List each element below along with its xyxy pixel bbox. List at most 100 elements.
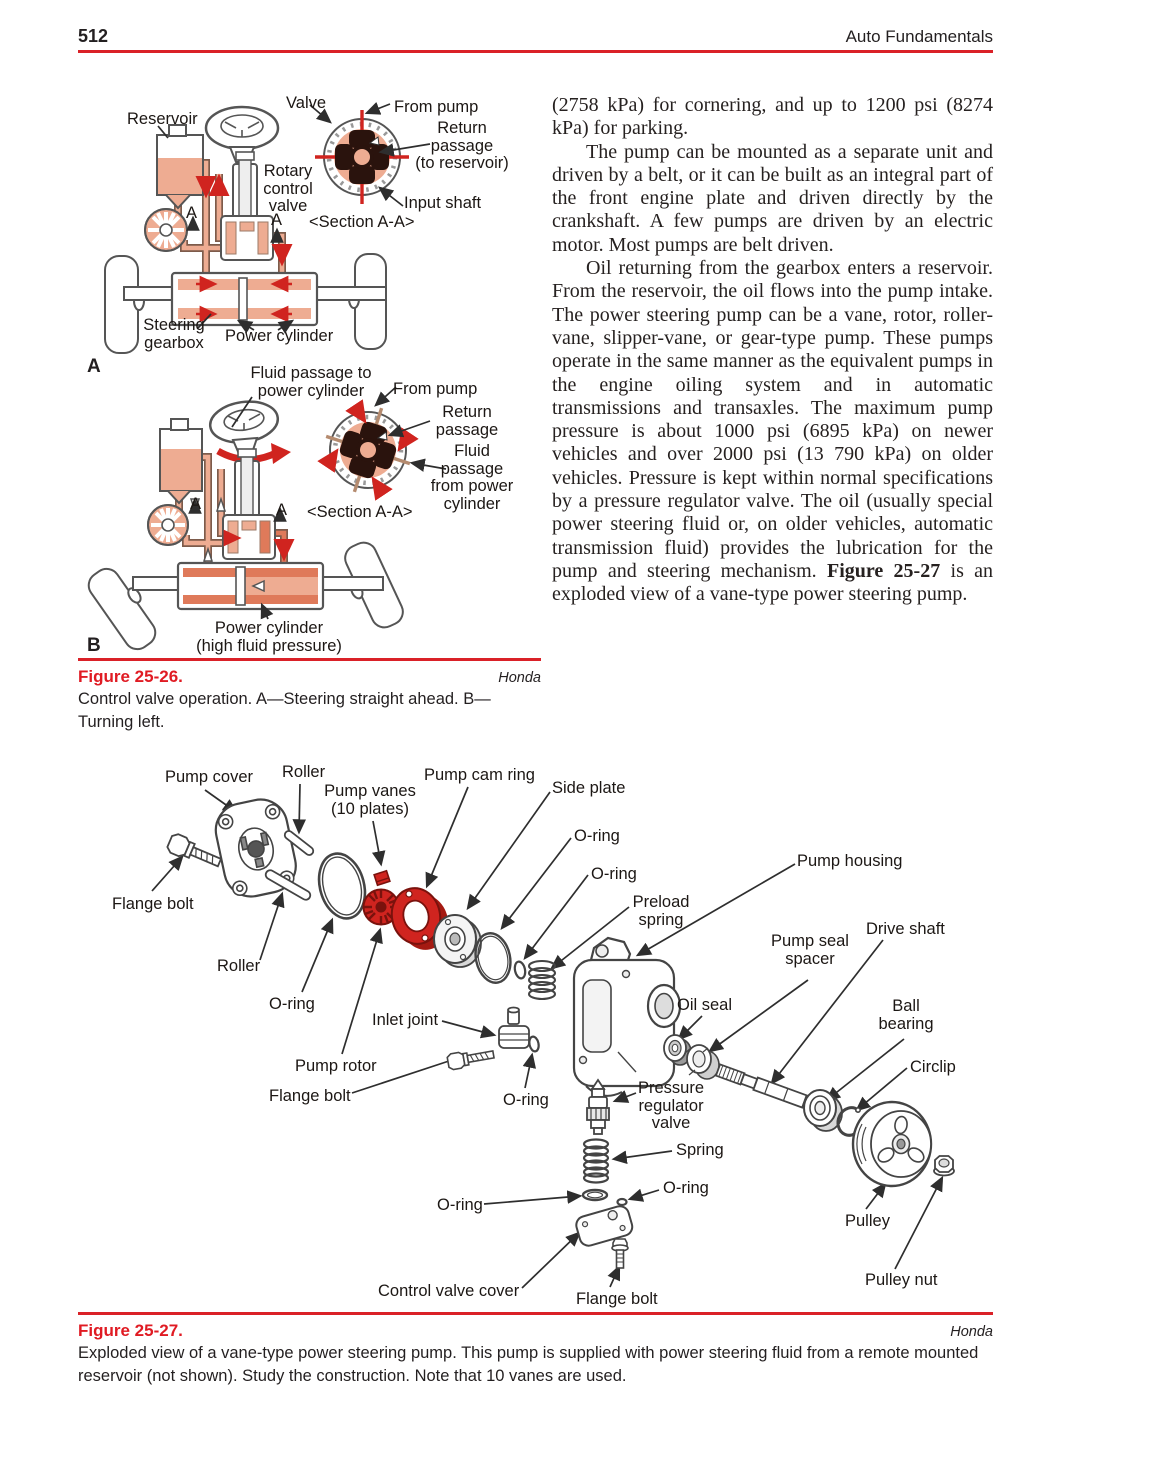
label-drive-shaft: Drive shaft — [866, 920, 945, 938]
paragraph-text: Oil returning from the gearbox enters a … — [552, 257, 993, 582]
caption-rule — [78, 1312, 993, 1315]
paragraph: Oil returning from the gearbox enters a … — [552, 257, 993, 606]
label-section-mark-a: A — [190, 495, 202, 513]
label-pump-cover: Pump cover — [165, 768, 254, 786]
figure-25-26-panel-b-artwork — [87, 386, 447, 651]
o-ring-large — [317, 852, 367, 920]
figure-25-26-panel-a-artwork — [104, 102, 431, 354]
figure-25-27-caption-text: Exploded view of a vane-type power steer… — [78, 1343, 979, 1385]
ball-bearing — [803, 1089, 843, 1132]
label-side-plate: Side plate — [552, 779, 626, 797]
label-pump-rotor: Pump rotor — [295, 1057, 377, 1075]
paragraph: The pump can be mounted as a separate un… — [552, 140, 993, 256]
section-mark-arrows — [186, 215, 284, 243]
label-pump-housing: Pump housing — [797, 852, 903, 870]
label-flange-bolt: Flange bolt — [269, 1087, 351, 1105]
steering-pump — [144, 208, 188, 252]
figure-25-27-credit: Honda — [950, 1323, 993, 1340]
pump-vane — [373, 869, 391, 887]
pump-seal-spacer — [684, 1044, 720, 1080]
label-valve: Valve — [286, 94, 327, 112]
label-from-pump: From pump — [393, 380, 478, 398]
label-return-passage: Return passage (to reservoir) — [415, 119, 509, 172]
roller-pin — [283, 830, 315, 856]
preload-spring — [527, 959, 557, 1001]
label-pump-cam-ring: Pump cam ring — [424, 766, 535, 784]
label-section-mark-a: A — [186, 204, 198, 222]
article-text: (2758 kPa) for cornering, and up to 1200… — [552, 94, 993, 607]
label-power-cylinder-high-pressure: Power cylinder (high fluid pressure) — [196, 619, 342, 655]
leader-lines — [231, 386, 447, 620]
side-plate — [433, 914, 482, 968]
label-power-cylinder: Power cylinder — [225, 327, 334, 345]
steering-pump — [147, 504, 189, 546]
running-head-title: Auto Fundamentals — [845, 27, 993, 46]
label-pulley: Pulley — [845, 1212, 890, 1230]
figure-25-26-title: Figure 25-26. — [78, 666, 183, 686]
figure-25-26-caption: Figure 25-26. Honda Control valve operat… — [78, 658, 541, 734]
rotary-control-valve — [220, 151, 274, 261]
roller-pin — [264, 869, 312, 901]
drive-shaft — [714, 1063, 815, 1111]
label-pump-vanes: Pump vanes (10 plates) — [324, 782, 416, 818]
turning-arrow-head — [271, 443, 291, 464]
leader-lines — [157, 102, 431, 334]
label-input-shaft: Input shaft — [404, 194, 482, 212]
label-circlip: Circlip — [910, 1058, 956, 1076]
label-section-mark-a: A — [276, 501, 288, 519]
label-o-ring: O-ring — [591, 865, 637, 883]
figure-25-26-credit: Honda — [498, 669, 541, 686]
figure-reference: Figure 25-27 — [826, 559, 941, 582]
label-pump-seal-spacer: Pump seal spacer — [771, 932, 849, 968]
caption-rule — [78, 658, 541, 661]
label-roller: Roller — [217, 957, 261, 975]
label-spring: Spring — [676, 1141, 724, 1159]
label-flange-bolt: Flange bolt — [576, 1290, 658, 1308]
figure-25-26-caption-text: Control valve operation. A—Steering stra… — [78, 689, 491, 731]
section-a-a — [317, 399, 419, 501]
label-inlet-joint: Inlet joint — [372, 1011, 439, 1029]
label-steering-gearbox: Steering gearbox — [143, 316, 205, 352]
flow-arrows — [195, 173, 293, 267]
panel-letter-a: A — [87, 356, 101, 377]
figure-25-27-title: Figure 25-27. — [78, 1320, 183, 1340]
power-cylinder — [170, 271, 319, 327]
steering-wheel — [208, 400, 280, 456]
label-pulley-nut: Pulley nut — [865, 1271, 938, 1289]
figure-25-27-artwork — [151, 783, 955, 1289]
page-number: 512 — [78, 26, 109, 46]
label-ball-bearing: Ball bearing — [878, 997, 934, 1033]
o-ring-washer — [581, 1188, 609, 1202]
panel-letter-b: B — [87, 635, 101, 656]
header-rule — [78, 50, 993, 53]
label-fluid-passage-to-power-cylinder: Fluid passage to power cylinder — [250, 364, 372, 400]
paragraph-continuation: (2758 kPa) for cornering, and up to 1200… — [552, 94, 993, 140]
reservoir — [156, 124, 204, 210]
leader-lines — [151, 783, 944, 1289]
rotary-control-valve — [222, 448, 276, 560]
label-section-mark-a: A — [271, 211, 283, 229]
label-o-ring: O-ring — [574, 827, 620, 845]
label-o-ring: O-ring — [437, 1196, 483, 1214]
label-o-ring: O-ring — [503, 1091, 549, 1109]
figure-25-27-caption: Figure 25-27. Honda Exploded view of a v… — [78, 1312, 993, 1388]
oil-seal — [663, 1034, 692, 1066]
label-oil-seal: Oil seal — [677, 996, 733, 1014]
label-from-pump: From pump — [394, 98, 479, 116]
label-flange-bolt: Flange bolt — [112, 895, 194, 913]
pulley — [851, 1100, 933, 1188]
label-o-ring: O-ring — [269, 995, 315, 1013]
flange-bolt — [166, 833, 223, 868]
inlet-joint — [498, 1006, 530, 1049]
valve-spring — [582, 1138, 610, 1184]
o-ring-small — [513, 960, 527, 980]
pump-housing — [572, 936, 682, 1097]
flange-bolt — [611, 1238, 629, 1269]
flange-bolt — [446, 1050, 495, 1071]
label-fluid-passage-from-power-cylinder: Fluid passage from power cylinder — [430, 442, 514, 513]
label-o-ring: O-ring — [663, 1179, 709, 1197]
pressure-regulator-valve — [586, 1078, 610, 1135]
reservoir — [159, 418, 203, 505]
o-ring-small — [528, 1035, 540, 1053]
